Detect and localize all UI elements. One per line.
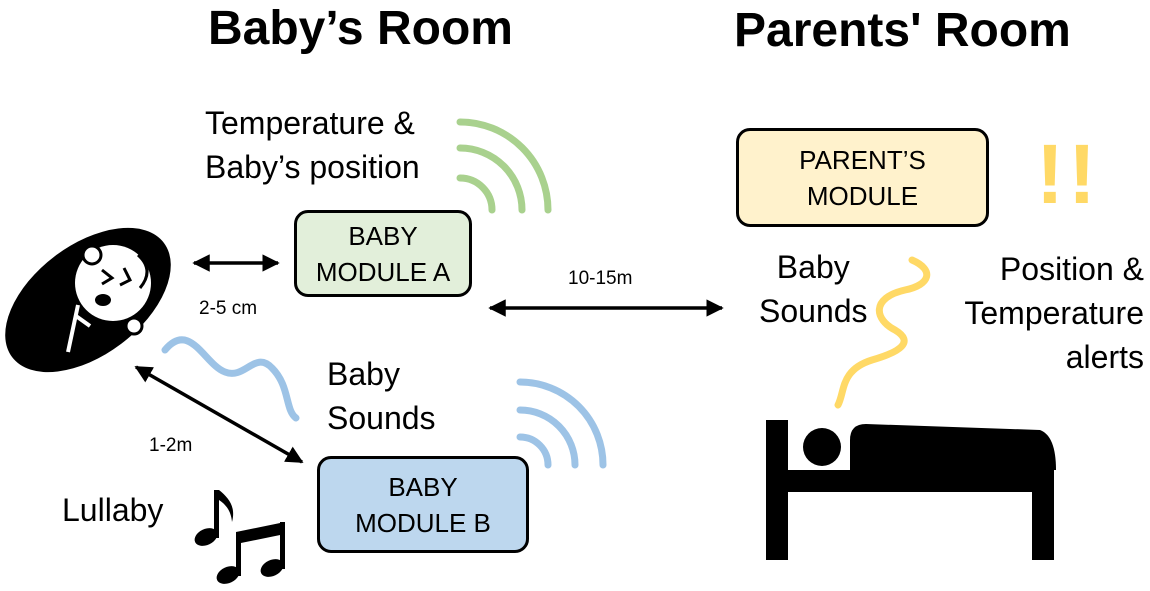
sound-wave-icon bbox=[161, 336, 300, 422]
wifi-signal-icon bbox=[516, 378, 607, 469]
parents-room-title: Parents' Room bbox=[734, 4, 1071, 57]
baby-module-b: BABY MODULE B bbox=[317, 456, 529, 553]
parent-module: PARENT’S MODULE bbox=[736, 128, 989, 227]
baby-room-title: Baby’s Room bbox=[208, 2, 513, 55]
exclamation-icon: !! bbox=[1036, 127, 1100, 221]
baby-module-a: BABY MODULE A bbox=[294, 210, 472, 297]
distance-baby-module-b: 1-2m bbox=[149, 435, 193, 456]
position-temperature-alerts-label: Position & Temperature alerts bbox=[964, 251, 1144, 375]
distance-module-a-parent: 10-15m bbox=[568, 268, 633, 289]
arrow-baby-to-module-b bbox=[134, 365, 304, 464]
person-in-bed-icon bbox=[766, 420, 1056, 560]
sound-wave-icon bbox=[834, 256, 931, 409]
lullaby-label: Lullaby bbox=[62, 492, 164, 528]
wifi-signal-icon bbox=[456, 118, 552, 214]
music-notes-icon bbox=[194, 490, 285, 584]
baby-sounds-parent-label: Baby Sounds bbox=[759, 249, 868, 329]
baby-sounds-label: Baby Sounds bbox=[327, 356, 436, 436]
temperature-position-label: Temperature & Baby’s position bbox=[205, 105, 420, 185]
distance-baby-module-a: 2-5 cm bbox=[199, 298, 258, 319]
swaddled-baby-icon bbox=[5, 227, 171, 373]
